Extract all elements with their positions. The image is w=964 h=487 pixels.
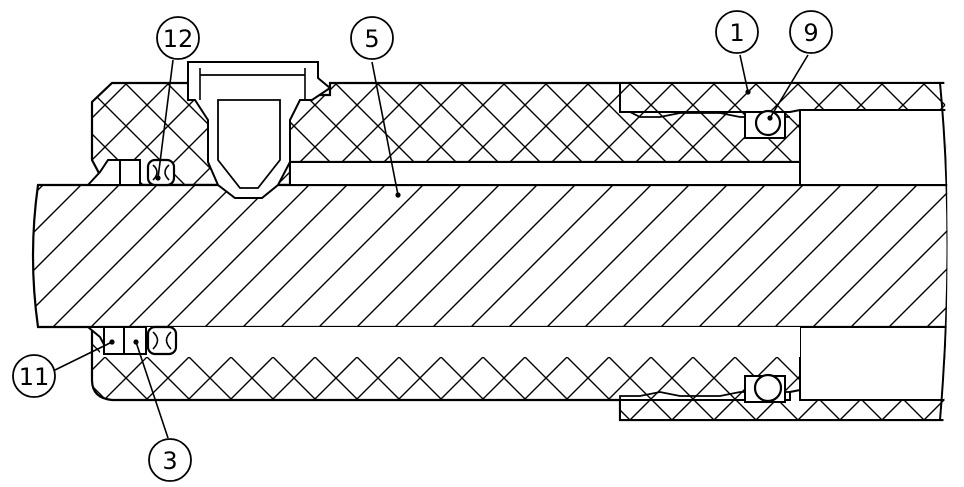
leader-lines — [54, 54, 809, 439]
leader-dot-9 — [767, 115, 773, 121]
leader-dot-11 — [109, 339, 115, 345]
callout-label-11: 11 — [19, 363, 50, 391]
callout-label-5: 5 — [364, 25, 379, 53]
lower-quad-ring — [146, 325, 178, 356]
lower-quad-ring-detail — [152, 331, 172, 350]
leader-dot-1 — [745, 89, 751, 95]
callout-circle-11 — [12, 354, 56, 398]
upper-wiper-seal-groove — [119, 159, 141, 186]
callout-circle-12 — [156, 16, 200, 60]
leader-dot-5 — [395, 192, 401, 198]
leader-1 — [739, 54, 749, 93]
upper-wiper-seal — [85, 159, 121, 186]
upper-bore-clearance — [289, 161, 801, 186]
callout-9: 9 — [789, 10, 833, 54]
right-lower-recess — [799, 326, 948, 401]
grease-fitting-inner — [200, 74, 305, 189]
leader-dots — [109, 89, 773, 345]
leader-9 — [769, 54, 809, 119]
callout-label-9: 9 — [803, 19, 818, 47]
upper-quad-ring-detail — [152, 164, 170, 181]
grease-fitting — [187, 61, 332, 199]
callout-12: 12 — [156, 16, 200, 60]
leader-dot-12 — [155, 175, 161, 181]
leader-5 — [371, 61, 399, 196]
grease-fitting-cap-lines — [199, 68, 306, 100]
lower-bore-clearance — [100, 327, 800, 357]
callout-label-12: 12 — [163, 25, 194, 53]
lower-sleeve — [619, 388, 948, 421]
leader-12 — [157, 59, 174, 179]
lower-sleeve-outline — [619, 391, 790, 420]
upper-ball — [754, 109, 782, 137]
leader-dot-3 — [133, 339, 139, 345]
callout-label-3: 3 — [162, 447, 177, 475]
leader-11 — [54, 341, 113, 371]
callout-1: 1 — [715, 10, 759, 54]
upper-sleeve-outline — [619, 83, 790, 118]
lower-ball — [753, 373, 783, 403]
callout-3: 3 — [148, 438, 192, 482]
upper-quad-ring — [146, 158, 176, 187]
callout-circle-9 — [789, 10, 833, 54]
right-upper-recess — [799, 109, 948, 186]
callout-circle-5 — [350, 16, 394, 60]
callout-circle-1 — [715, 10, 759, 54]
shaft — [31, 183, 948, 329]
callout-11: 11 — [12, 354, 56, 398]
upper-sleeve — [619, 82, 948, 113]
callout-5: 5 — [350, 16, 394, 60]
leader-3 — [135, 341, 169, 439]
break-line — [939, 82, 948, 421]
callout-circle-3 — [148, 438, 192, 482]
callout-label-1: 1 — [729, 19, 744, 47]
